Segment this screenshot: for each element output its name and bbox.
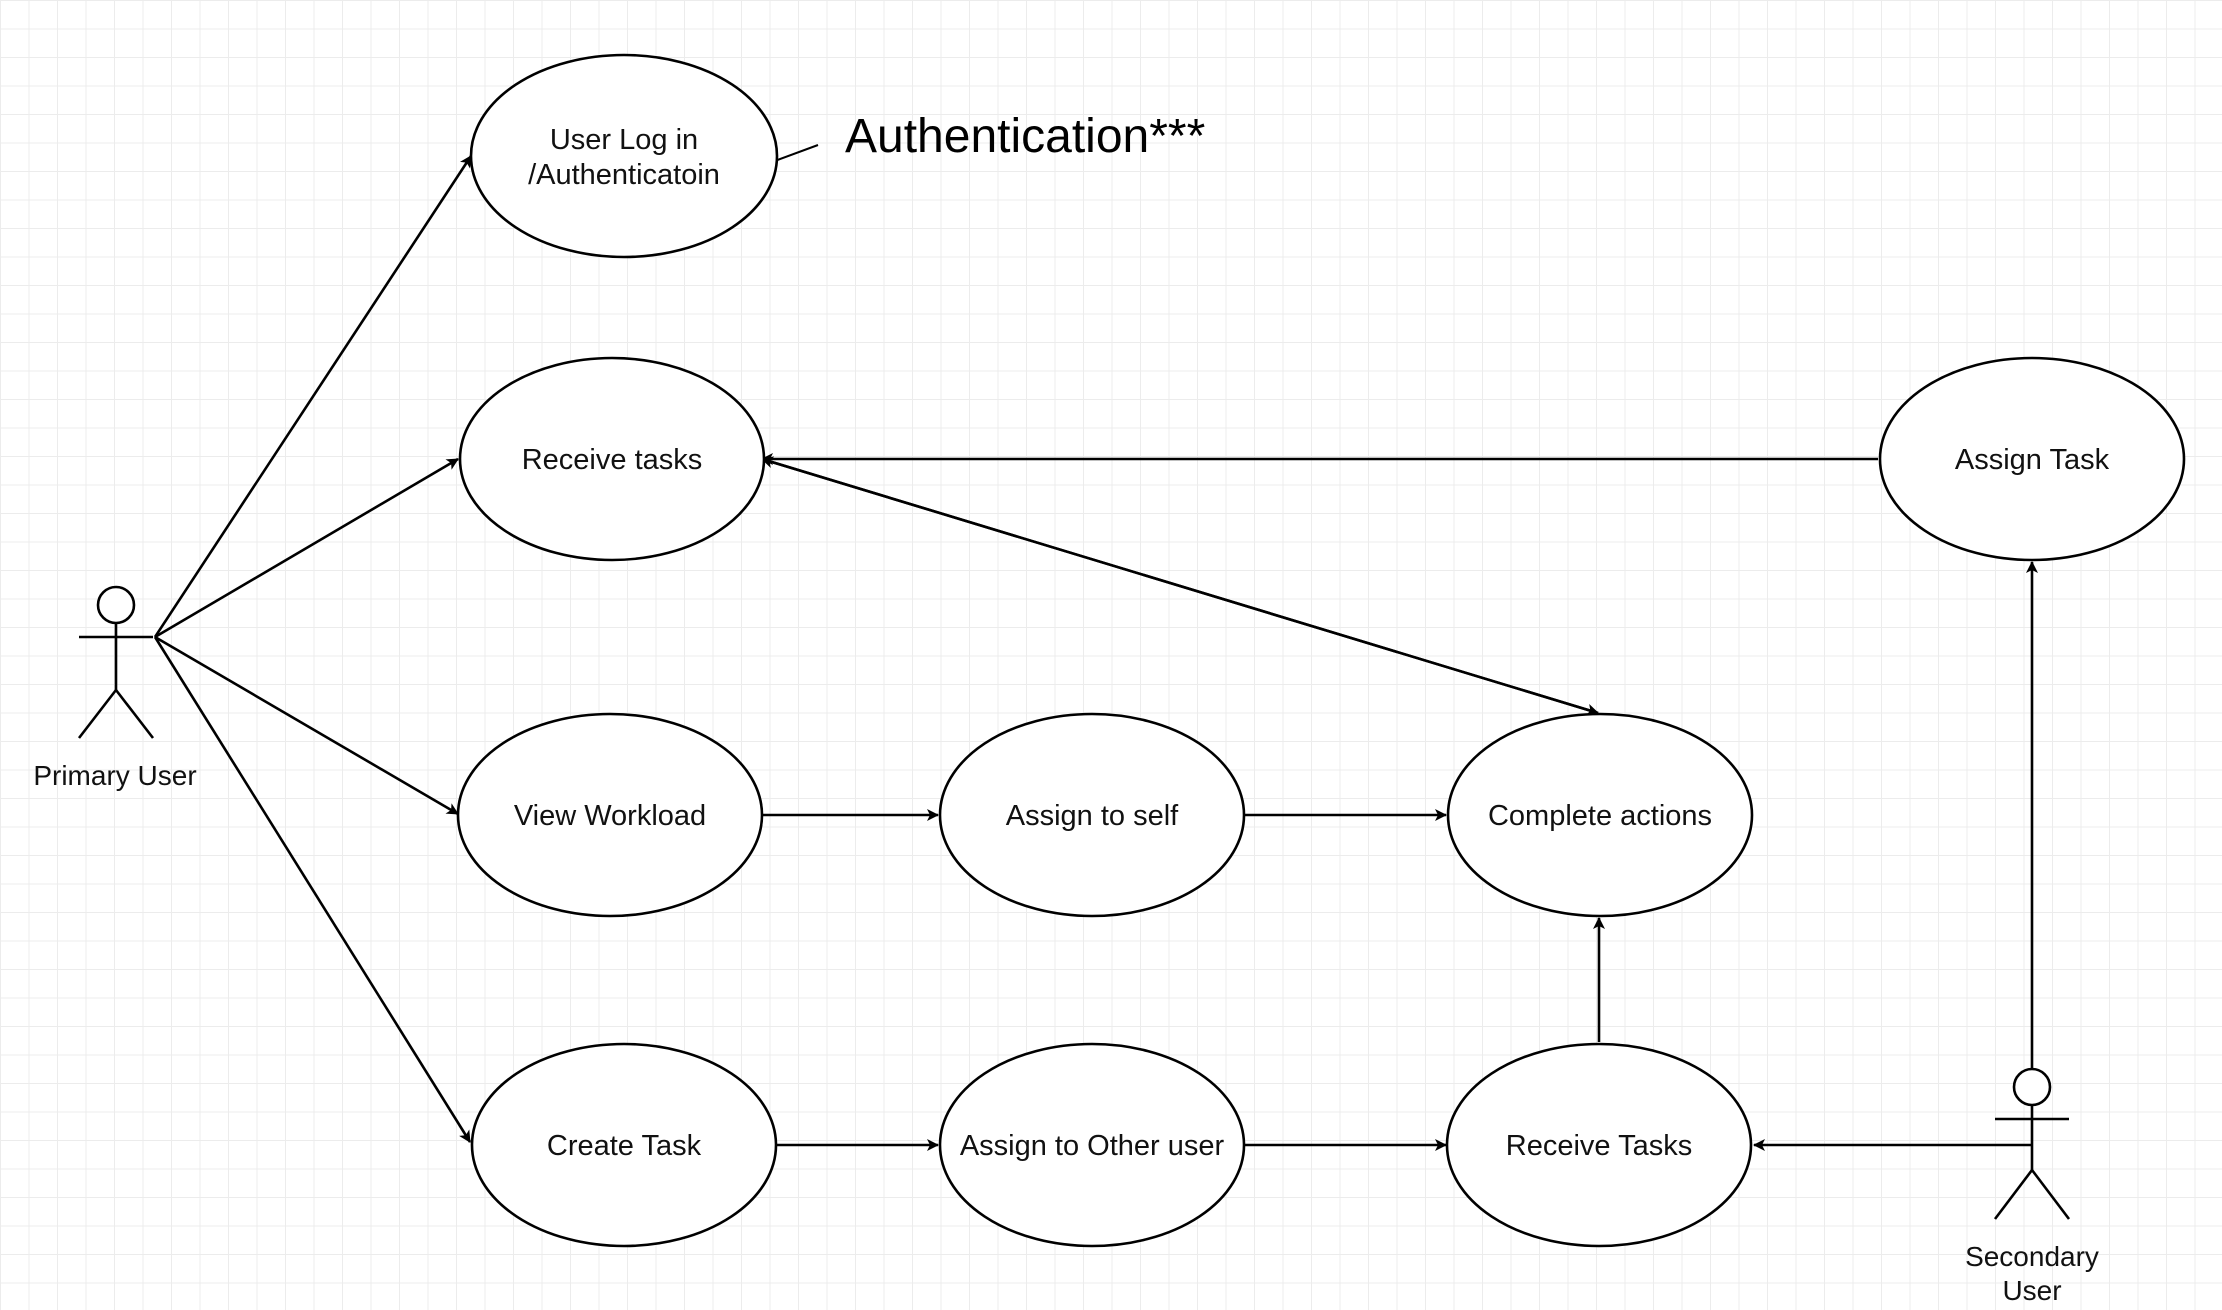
authentication-note: Authentication*** bbox=[845, 110, 1205, 163]
use-case-login[interactable]: User Log in /Authenticatoin bbox=[469, 53, 779, 259]
use-case-assign-to-self-label: Assign to self bbox=[1006, 800, 1179, 832]
use-case-receive-tasks[interactable]: Receive tasks bbox=[458, 356, 766, 562]
use-case-assign-to-self[interactable]: Assign to self bbox=[938, 712, 1246, 918]
stick-figure-icon bbox=[1993, 1067, 2071, 1220]
stick-figure-icon bbox=[77, 585, 155, 739]
edge-primary-to-receive-tasks bbox=[154, 457, 459, 639]
use-case-create-task[interactable]: Create Task bbox=[470, 1042, 778, 1248]
use-case-assign-task[interactable]: Assign Task bbox=[1878, 356, 2186, 562]
use-case-view-workload[interactable]: View Workload bbox=[456, 712, 764, 918]
use-case-complete-actions[interactable]: Complete actions bbox=[1446, 712, 1754, 918]
use-case-assign-to-other-label: Assign to Other user bbox=[960, 1130, 1225, 1162]
use-case-complete-actions-label: Complete actions bbox=[1488, 800, 1712, 832]
use-case-create-task-label: Create Task bbox=[547, 1130, 702, 1162]
use-case-receive-tasks-secondary[interactable]: Receive Tasks bbox=[1445, 1042, 1753, 1248]
edge-primary-to-view-workload bbox=[154, 635, 459, 816]
edge-receive-tasks-to-complete-actions bbox=[761, 457, 1599, 716]
use-case-receive-tasks-label: Receive tasks bbox=[522, 444, 703, 476]
use-case-login-line1: User Log in bbox=[550, 124, 698, 156]
actor-secondary-user-label-line2: User bbox=[2002, 1275, 2061, 1306]
use-case-assign-to-other[interactable]: Assign to Other user bbox=[938, 1042, 1246, 1248]
actor-primary-user-label: Primary User bbox=[33, 760, 196, 791]
use-case-assign-task-label: Assign Task bbox=[1955, 444, 2110, 476]
use-case-view-workload-label: View Workload bbox=[514, 800, 706, 832]
use-case-receive-tasks-secondary-label: Receive Tasks bbox=[1506, 1130, 1692, 1162]
actor-secondary-user[interactable]: Secondary User bbox=[1965, 1067, 2099, 1306]
edge-primary-to-create-task bbox=[153, 636, 472, 1143]
actor-primary-user[interactable]: Primary User bbox=[33, 585, 197, 791]
use-case-login-line2: /Authenticatoin bbox=[528, 159, 720, 191]
edge-primary-to-login bbox=[153, 155, 473, 638]
actor-secondary-user-label-line1: Secondary bbox=[1965, 1241, 2099, 1272]
